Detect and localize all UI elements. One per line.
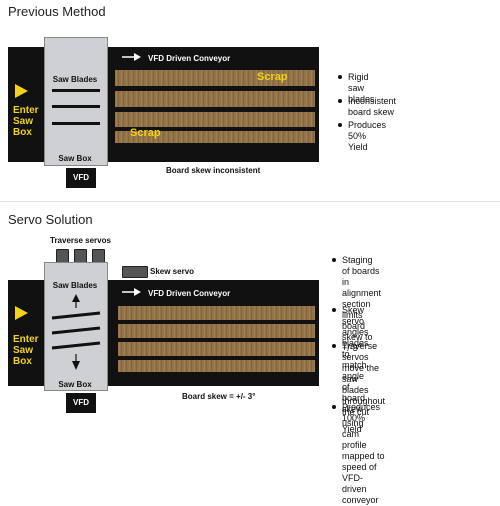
right-arrow-icon [122,288,141,296]
previous-method-title: Previous Method [8,4,106,19]
board [118,360,315,372]
bullet-dot [332,405,336,409]
enter-arrow-icon [15,84,28,98]
board [115,70,315,86]
enter-line: Box [13,356,32,367]
servo-solution-title: Servo Solution [8,212,93,227]
vfd-box: VFD [66,393,96,413]
board [115,112,315,127]
enter-label: Enter Saw Box [13,105,39,138]
enter-line: Saw [13,116,34,127]
saw-blades-label: Saw Blades [52,281,98,290]
saw-box-label: Saw Box [58,154,92,163]
skew-servo-icon [122,266,148,278]
board [118,342,315,356]
saw-blade [52,105,100,108]
bullet-dot [332,258,336,262]
bullet-dot [338,123,342,127]
bullet-dot [338,75,342,79]
skew-caption: Board skew inconsistent [166,166,261,175]
scrap-label: Scrap [130,127,161,139]
enter-line: Enter [13,334,39,345]
traverse-servos-label: Traverse servos [50,236,111,245]
scrap-label: Scrap [257,71,288,83]
board [115,131,315,143]
conveyor-label: VFD Driven Conveyor [148,54,231,63]
saw-blade [52,89,100,92]
bullet-dot [332,344,336,348]
servo-bullets: Staging of boards in alignment section l… [332,255,498,505]
saw-blade [52,122,100,125]
bullet-dot [338,99,342,103]
board [118,324,315,338]
enter-label: Enter Saw Box [13,334,39,367]
enter-line: Saw [13,345,34,356]
saw-box [44,37,108,166]
vfd-box: VFD [66,168,96,188]
conveyor-label: VFD Driven Conveyor [148,289,231,298]
section-divider [0,201,500,202]
previous-bullets: Rigid saw blades Inconsistent board skew… [338,72,498,152]
board [118,306,315,320]
angled-blades-icon [51,294,101,370]
board [115,91,315,107]
skew-caption: Board skew = +/- 3° [182,392,256,401]
enter-line: Box [13,127,32,138]
saw-blades-label: Saw Blades [52,75,98,84]
enter-arrow-icon [15,306,28,320]
skew-servo-label: Skew servo [150,267,195,276]
enter-line: Enter [13,105,39,116]
right-arrow-icon [122,53,141,61]
bullet-dot [332,308,336,312]
saw-box-label: Saw Box [58,380,92,389]
